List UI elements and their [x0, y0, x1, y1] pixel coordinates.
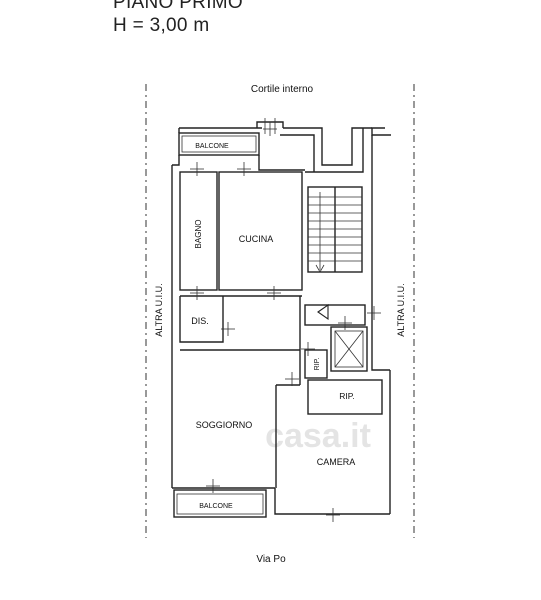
room-label-rip: RIP. — [339, 391, 354, 401]
label-cortile-interno: Cortile interno — [251, 84, 314, 95]
room-label-cucina: CUCINA — [239, 234, 274, 244]
interior-walls — [179, 171, 383, 488]
room-label-camera: CAMERA — [317, 457, 356, 467]
outer-walls — [171, 127, 391, 515]
room-label-balcone-top: BALCONE — [195, 143, 229, 150]
staircase — [307, 186, 363, 273]
room-label-soggiorno: SOGGIORNO — [196, 420, 253, 430]
door-marks — [190, 122, 381, 522]
watermark: casa.it — [265, 417, 371, 455]
height-label: H = 3,00 m — [113, 15, 210, 36]
label-altra-uiu-right: ALTRA U.I.U. — [396, 283, 406, 336]
label-altra-uiu-left: ALTRA U.I.U. — [154, 283, 164, 336]
elevator-shaft — [330, 326, 368, 372]
floor-title: PIANO PRIMO — [113, 0, 243, 13]
room-label-dis: DIS. — [191, 316, 209, 326]
triangle-marker — [317, 303, 329, 321]
label-via-po: Via Po — [256, 554, 286, 565]
room-label-bagno: BAGNO — [194, 220, 203, 249]
room-label-rip-small: RIP. — [314, 358, 321, 371]
balcone-top-area — [178, 127, 262, 156]
room-label-balcone-bottom: BALCONE — [199, 503, 233, 510]
balcone-bottom-area — [173, 489, 267, 518]
